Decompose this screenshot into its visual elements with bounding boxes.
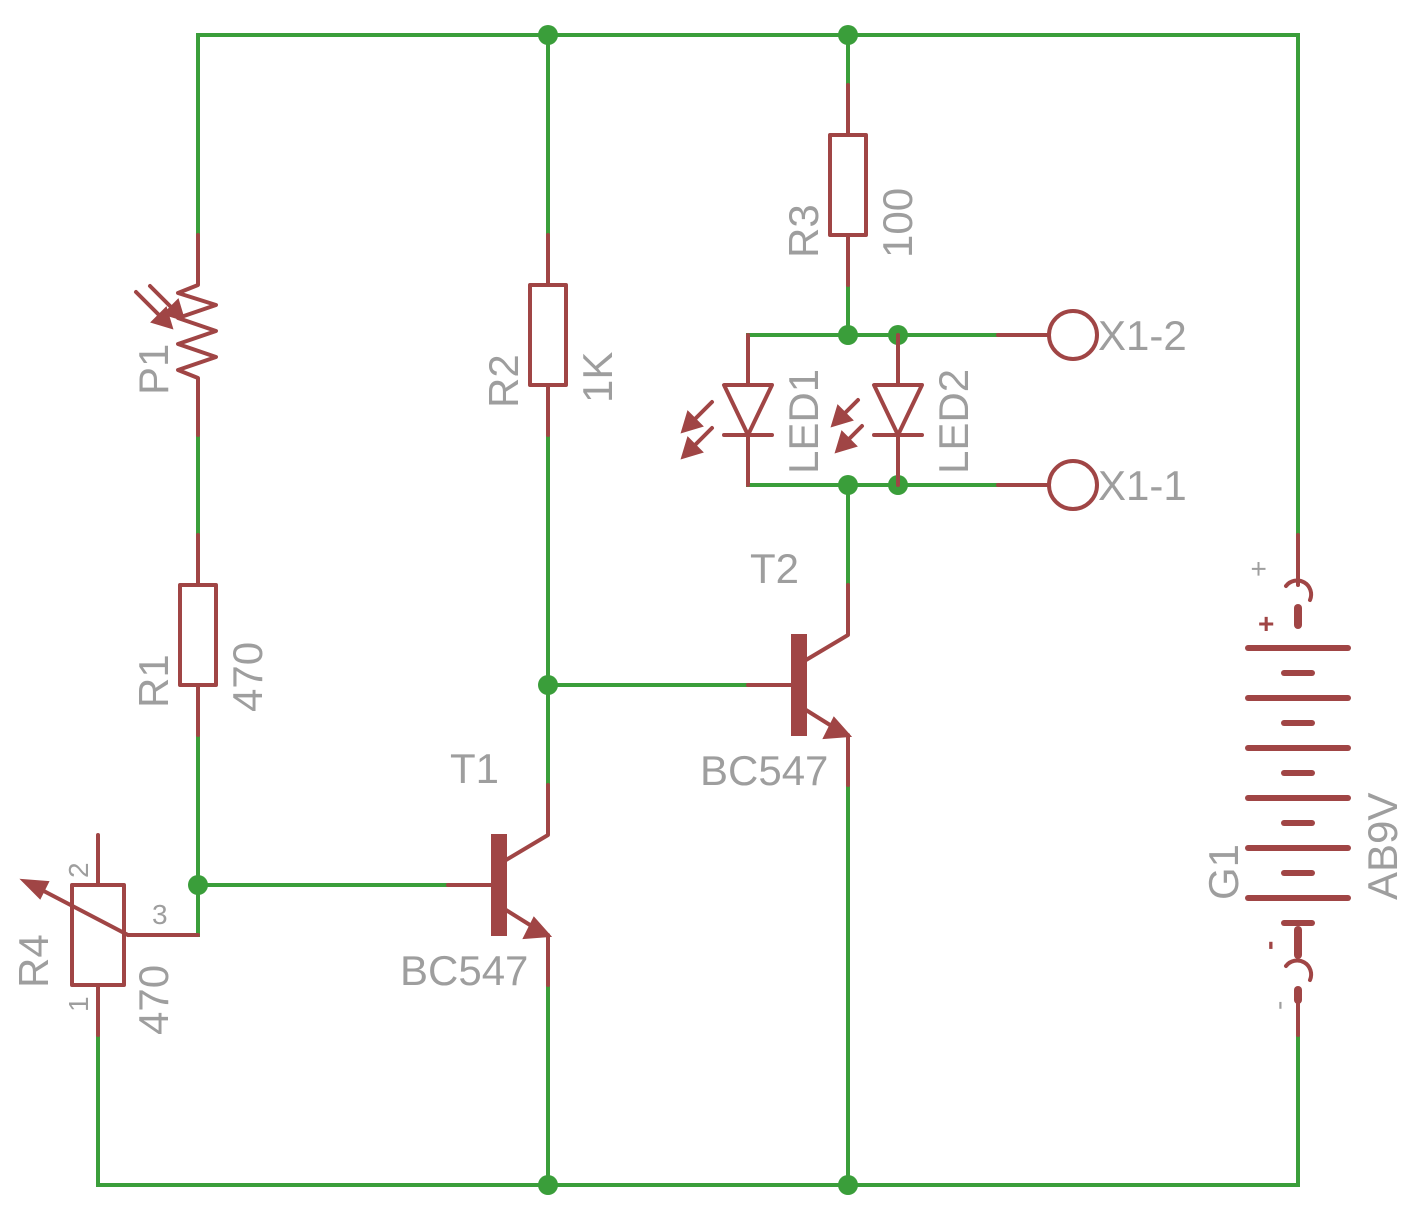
junction-dot <box>538 675 558 695</box>
led-led1: LED1 <box>680 333 827 487</box>
junction-dot <box>838 325 858 345</box>
junction-dot <box>838 475 858 495</box>
r3-name-label: R3 <box>780 204 827 258</box>
terminal-x1-2 <box>1047 309 1099 361</box>
r1-value-label: 470 <box>224 642 271 712</box>
transistor-t1: T1 BC547 <box>400 745 553 994</box>
junction-dot <box>538 25 558 45</box>
g1-minus-marker: - <box>1253 941 1284 950</box>
resistor-r1: R1 470 <box>130 533 271 737</box>
r2-name-label: R2 <box>480 354 527 408</box>
resistor-r3: R3 100 <box>780 83 921 287</box>
t2-name-label: T2 <box>750 545 799 592</box>
photoresistor-p1: P1 <box>130 233 218 437</box>
x1-2-label: X1-2 <box>1098 312 1187 359</box>
g1-plus-marker: + <box>1258 608 1274 639</box>
junction-dot <box>538 1175 558 1195</box>
terminal-x1-1 <box>1047 459 1099 511</box>
resistor-r2: R2 1K <box>480 233 621 437</box>
r2-value-label: 1K <box>574 352 621 403</box>
r4-value-label: 470 <box>130 965 177 1035</box>
battery-g1: + + - - G1 AB9V <box>1200 533 1406 1037</box>
g1-plus-label: + <box>1243 561 1274 577</box>
t2-value-label: BC547 <box>700 747 828 794</box>
t1-name-label: T1 <box>450 745 499 792</box>
r4-pin2-label: 2 <box>63 862 94 878</box>
junction-dot <box>838 1175 858 1195</box>
r4-name-label: R4 <box>10 934 57 988</box>
x1-1-label: X1-1 <box>1098 462 1187 509</box>
junction-dot <box>838 25 858 45</box>
transistor-t2: T2 BC547 <box>700 545 853 794</box>
r3-value-label: 100 <box>874 188 921 258</box>
led-led2: LED2 <box>830 333 977 487</box>
r1-name-label: R1 <box>130 654 177 708</box>
g1-minus-label: - <box>1263 1001 1294 1010</box>
wires <box>96 33 1300 1187</box>
p1-label: P1 <box>130 344 177 395</box>
t1-value-label: BC547 <box>400 947 528 994</box>
r4-pin3-label: 3 <box>152 899 168 930</box>
g1-name-label: G1 <box>1200 844 1247 900</box>
junction-dot <box>188 875 208 895</box>
trimmer-r4: R4 470 1 2 3 <box>10 833 200 1037</box>
connector-x1: X1-2 X1-1 <box>996 309 1187 511</box>
r4-pin1-label: 1 <box>63 996 94 1012</box>
led2-label: LED2 <box>930 369 977 474</box>
g1-value-label: AB9V <box>1359 793 1406 900</box>
junctions <box>188 25 908 1195</box>
led1-label: LED1 <box>780 369 827 474</box>
